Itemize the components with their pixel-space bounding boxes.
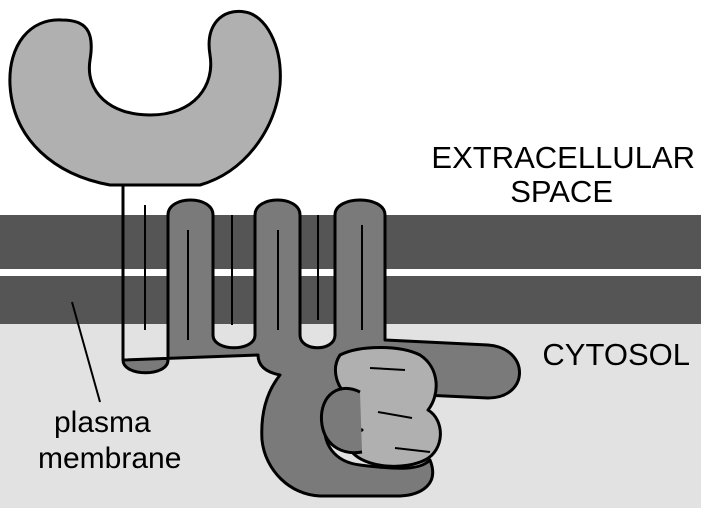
extracellular-label-line2: SPACE bbox=[510, 174, 613, 209]
membrane-pointer bbox=[71, 301, 101, 403]
cytosol-label: CYTOSOL bbox=[542, 337, 690, 372]
plasma-membrane-label-line2: membrane bbox=[38, 442, 181, 475]
chain-inner-fold bbox=[319, 386, 363, 455]
fold-lines bbox=[144, 205, 431, 453]
extracellular-label-line1: EXTRACELLULAR bbox=[431, 140, 695, 175]
plasma-membrane-label-line1: plasma bbox=[54, 406, 151, 439]
transmembrane-chain bbox=[121, 183, 521, 498]
extracellular-domain bbox=[8, 9, 282, 187]
